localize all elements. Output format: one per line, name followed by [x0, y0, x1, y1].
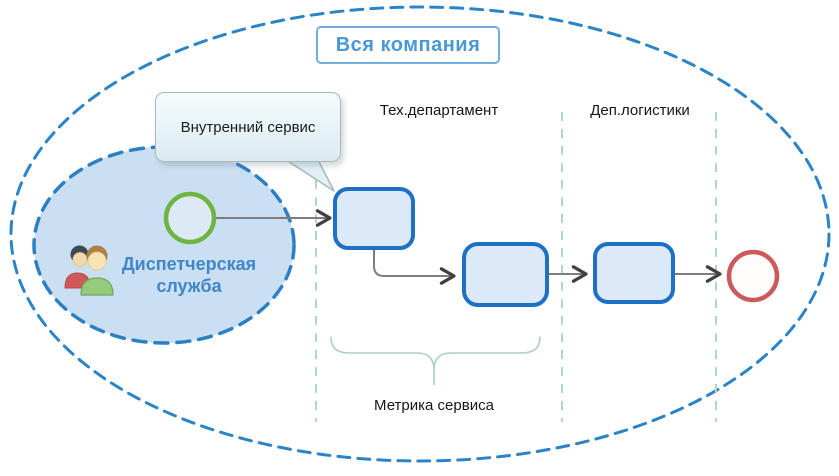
task-3[interactable]: [593, 242, 675, 304]
company-label: Вся компания: [335, 33, 481, 56]
end-event-circle[interactable]: [726, 249, 780, 303]
metric-label: Метрика сервиса: [374, 397, 494, 414]
company-label-box[interactable]: Вся компания: [316, 26, 500, 64]
start-event-circle[interactable]: [163, 191, 217, 245]
callout-label: Внутренний сервис: [180, 118, 316, 136]
sequence-flow-2: [373, 249, 456, 285]
lane-label-tech-department: Тех.департамент: [379, 102, 499, 119]
dispatch-group-ellipse[interactable]: [32, 145, 296, 345]
people-icon: [64, 245, 114, 296]
callout-bubble[interactable]: Внутренний сервис: [155, 92, 341, 162]
task-1[interactable]: [333, 187, 415, 250]
dispatch-service-label: Диспетчерская служба: [121, 254, 257, 296]
task-2[interactable]: [462, 242, 549, 307]
metric-brace: [330, 336, 541, 385]
company-boundary-ellipse: [9, 5, 831, 463]
lane-label-logistics-department: Деп.логистики: [590, 102, 690, 119]
